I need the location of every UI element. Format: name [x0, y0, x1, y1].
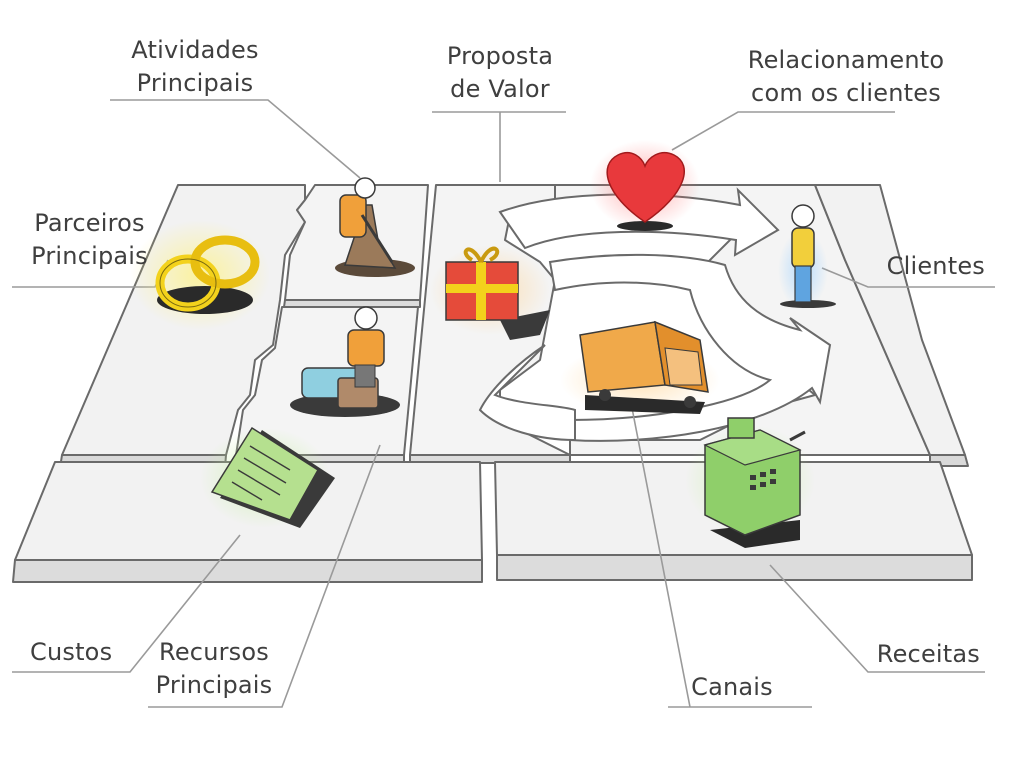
label-key-partners: Parceiros Principais — [12, 207, 167, 273]
customer-person-icon — [778, 204, 836, 310]
leader-customer-segments — [821, 267, 995, 288]
rings-icon — [130, 220, 270, 330]
label-key-partners-line2: Principais — [31, 242, 148, 270]
heart-icon — [590, 140, 700, 231]
label-cost-structure: Custos — [30, 636, 140, 669]
label-customer-segments: Clientes — [860, 250, 985, 283]
label-cost-structure-line1: Custos — [30, 638, 113, 666]
label-key-activities: Atividades Principais — [100, 34, 290, 100]
label-key-partners-line1: Parceiros — [34, 209, 145, 237]
label-channels: Canais — [672, 671, 792, 704]
label-channels-line1: Canais — [691, 673, 773, 701]
label-revenue-streams-line1: Receitas — [876, 640, 980, 668]
label-customer-relationships-line1: Relacionamento — [747, 46, 945, 74]
label-customer-relationships: Relacionamento com os clientes — [730, 44, 962, 110]
label-value-proposition-line2: de Valor — [450, 75, 550, 103]
leader-key-activities — [110, 99, 361, 179]
label-key-resources-line2: Principais — [155, 671, 273, 699]
gift-box-icon — [430, 245, 550, 340]
leader-value-proposition — [432, 111, 566, 182]
delivery-truck-icon — [560, 320, 720, 415]
label-customer-segments-line1: Clientes — [886, 252, 985, 280]
cash-register-icon — [685, 417, 815, 548]
label-key-resources: Recursos Principais — [140, 636, 288, 702]
tile-customer-segments — [814, 184, 969, 467]
leader-channels — [631, 407, 812, 708]
worker-digging-icon — [335, 177, 415, 277]
label-value-proposition-line1: Proposta — [446, 42, 554, 70]
leader-revenue-streams — [769, 564, 985, 673]
label-key-activities-line2: Principais — [136, 69, 254, 97]
leader-cost-structure — [12, 534, 241, 673]
worker-machine-icon — [290, 306, 400, 417]
label-key-resources-line1: Recursos — [159, 638, 269, 666]
label-value-proposition: Proposta de Valor — [410, 40, 590, 106]
leader-customer-relationships — [671, 111, 895, 151]
label-customer-relationships-line2: com os clientes — [751, 79, 941, 107]
leader-key-resources — [148, 444, 381, 708]
invoice-document-icon — [200, 426, 335, 528]
label-key-activities-line1: Atividades — [131, 36, 259, 64]
label-revenue-streams: Receitas — [850, 638, 980, 671]
